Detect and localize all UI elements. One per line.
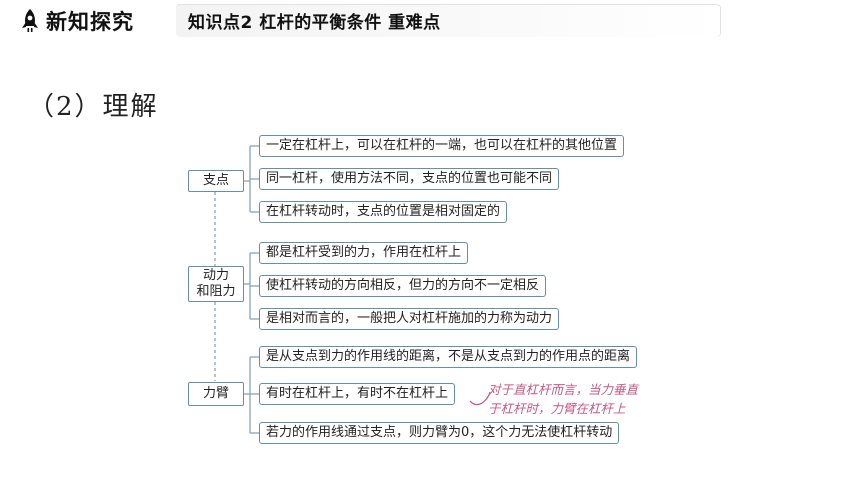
header-subtitle: 知识点2 杠杆的平衡条件 重难点 [188,13,441,33]
force-item-1: 都是杠杆受到的力，作用在杠杆上 [259,242,469,264]
category-fulcrum: 支点 [188,170,244,192]
category-lever-arm: 力臂 [188,382,244,406]
fulcrum-item-3: 在杠杆转动时，支点的位置是相对固定的 [259,201,508,223]
arm-item-2: 有时在杠杆上，有时不在杠杆上 [259,383,456,405]
annotation-line-2: 于杠杆时，力臂在杠杆上 [488,401,626,416]
section-title: （2）理解 [28,92,159,122]
category-label: 支点 [202,173,229,188]
category-label: 力臂 [202,386,229,401]
category-label-line1: 动力 [202,268,229,283]
force-item-2: 使杠杆转动的方向相反，但力的方向不一定相反 [259,275,547,297]
header: 新知探究 知识点2 杠杆的平衡条件 重难点 [0,0,860,40]
annotation-connector [469,391,491,406]
header-title: 新知探究 [46,10,134,34]
arm-item-3: 若力的作用线通过支点，则力臂为0，这个力无法使杠杆转动 [259,422,620,444]
header-subtitle-bar [176,4,721,37]
annotation-line-1: 对于直杠杆而言，当力垂直 [488,382,639,397]
rocket-icon [22,9,38,32]
handwritten-annotation: 对于直杠杆而言，当力垂直 于杠杆时，力臂在杠杆上 [488,380,678,418]
arm-item-1: 是从支点到力的作用线的距离，不是从支点到力的作用点的距离 [259,346,638,368]
fulcrum-item-2: 同一杠杆，使用方法不同，支点的位置也可能不同 [259,168,560,190]
force-item-3: 是相对而言的，一般把人对杠杆施加的力称为动力 [259,308,560,330]
fulcrum-item-1: 一定在杠杆上，可以在杠杆的一端，也可以在杠杆的其他位置 [259,135,625,157]
category-effort-and-resistance: 动力 和阻力 [188,266,244,302]
category-label-line2: 和阻力 [196,284,236,299]
